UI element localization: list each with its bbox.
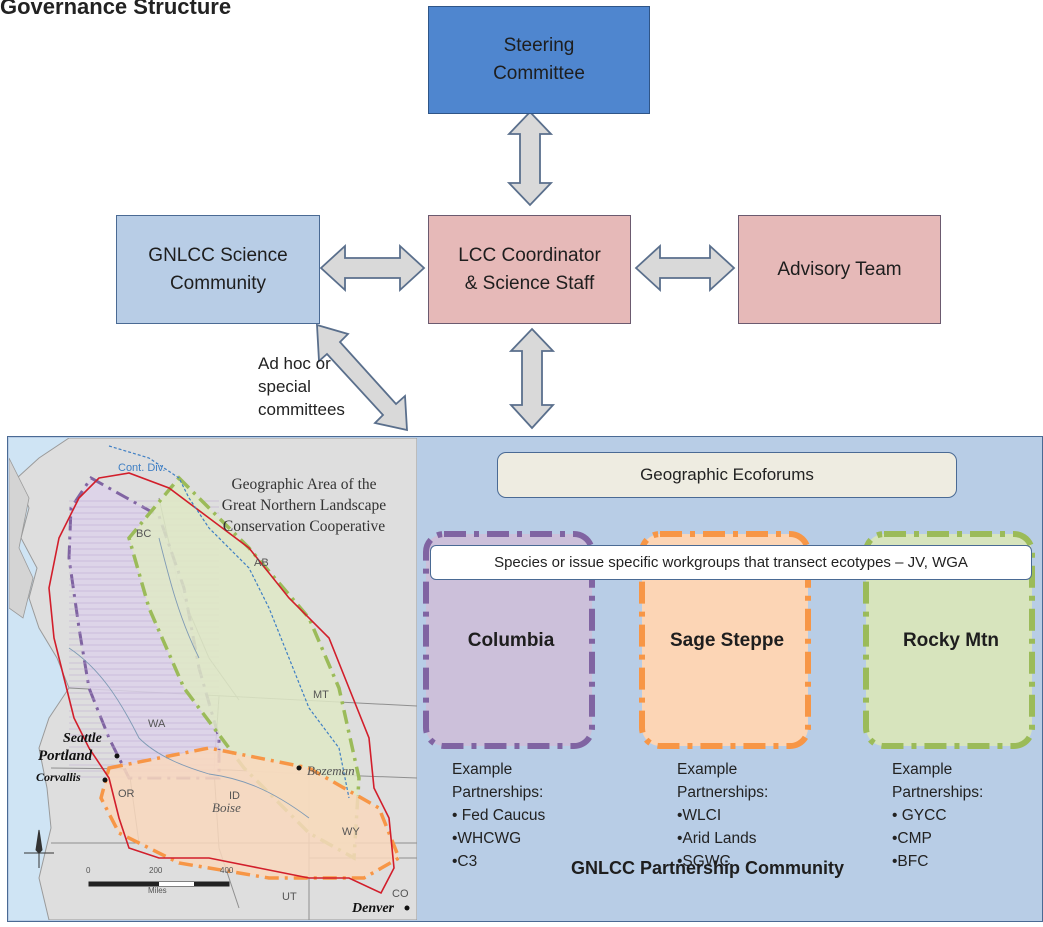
connector-arrows (316, 110, 736, 432)
city-corvallis: Corvallis (36, 770, 81, 784)
scale-bar (88, 881, 230, 887)
ecoregion-boxes (423, 531, 1035, 749)
cont-div-label: Cont. Div. (118, 462, 166, 474)
city-seattle: Seattle (63, 731, 102, 746)
map-region-id: ID (229, 790, 240, 802)
rocky-mtn-region (863, 531, 1035, 749)
workgroups-bar: Species or issue specific workgroups tha… (430, 545, 1032, 580)
columbia-label: Columbia (467, 630, 555, 651)
coordinator-box: LCC Coordinator & Science Staff (428, 215, 631, 324)
gnlcc-map (9, 438, 417, 920)
partnerships-heading: Example Partnerships: (452, 761, 544, 801)
scale-tick-200: 200 (149, 866, 163, 875)
partner-item: •C3 (452, 853, 478, 870)
partner-item: • Fed Caucus (452, 807, 546, 824)
map-region-wa: WA (148, 718, 166, 730)
advisory-team-box: Advisory Team (738, 215, 941, 324)
arrow-science-coordinator (319, 243, 426, 293)
columbia-region (423, 531, 595, 749)
map-title: Geographic Area of the Great Northern La… (221, 476, 387, 535)
partnership-community-label: GNLCC Partnership Community (571, 858, 845, 878)
arrow-coordinator-partnership (508, 327, 556, 430)
city-boise: Boise (212, 800, 241, 815)
map-region-bc: BC (136, 528, 152, 540)
map-region-ab: AB (254, 557, 269, 569)
scale-tick-400: 400 (220, 866, 234, 875)
partner-item: •WHCWG (452, 830, 522, 847)
map-graphic (9, 438, 417, 920)
sage-steppe-region (639, 531, 811, 749)
arrow-coordinator-advisory (634, 243, 736, 293)
arrow-science-partnership (316, 323, 408, 432)
rocky-mtn-partnerships: Example Partnerships: • GYCC •CMP •BFC (892, 758, 983, 873)
adhoc-committees-label: Ad hoc or special committees (258, 354, 345, 419)
map-region-or: OR (118, 788, 135, 800)
sage-steppe-partnerships: Example Partnerships: •WLCI •Arid Lands … (677, 758, 768, 873)
map-region-co: CO (392, 888, 409, 900)
rocky-mtn-label: Rocky Mtn (902, 630, 1000, 651)
scale-tick-0: 0 (86, 866, 91, 875)
partner-item: •CMP (892, 830, 932, 847)
partnerships-heading: Example Partnerships: (892, 761, 984, 801)
partner-item: •SGWC (677, 853, 731, 870)
city-bozeman: Bozeman (307, 763, 355, 778)
ecoforums-box: Geographic Ecoforums (497, 452, 957, 498)
page-title: Governance Structure (0, 0, 232, 19)
partner-item: •BFC (892, 853, 929, 870)
partnerships-heading: Example Partnerships: (677, 761, 769, 801)
science-community-box: GNLCC Science Community (116, 215, 320, 324)
partner-item: • GYCC (892, 807, 947, 824)
map-region-ut: UT (282, 891, 297, 903)
compass-rose-icon (24, 829, 54, 868)
partner-item: •WLCI (677, 807, 722, 824)
map-region-mt: MT (313, 689, 329, 701)
steering-committee-box: Steering Committee (428, 6, 650, 114)
columbia-partnerships: Example Partnerships: • Fed Caucus •WHCW… (452, 758, 545, 873)
city-denver: Denver (352, 901, 394, 916)
arrow-steering-coordinator (506, 110, 554, 207)
map-region-wy: WY (342, 826, 360, 838)
partner-item: •Arid Lands (677, 830, 757, 847)
sage-steppe-label: Sage Steppe (669, 630, 785, 651)
scale-unit: Miles (148, 886, 167, 895)
city-portland: Portland (38, 748, 93, 764)
